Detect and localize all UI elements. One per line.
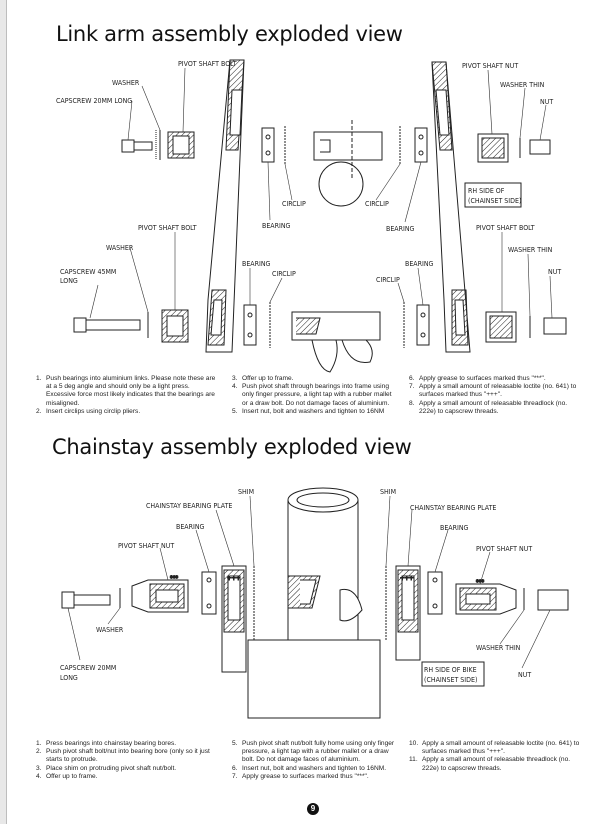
chainstay-notes-col2: 5.Push pivot shaft nut/bolt fully home u… xyxy=(232,740,400,781)
label-pivot-shaft-bolt-top: PIVOT SHAFT BOLT xyxy=(178,60,237,68)
note-item: 1.Push bearings into aluminium links. Pl… xyxy=(36,375,216,407)
left-chainstay-plate: +++ xyxy=(221,565,247,673)
note-item: 10.Apply a small amount of releasable lo… xyxy=(409,740,580,756)
note-item: 5.Push pivot shaft nut/bolt fully home u… xyxy=(232,740,395,764)
seat-tube xyxy=(247,487,381,719)
rh-side-box-top xyxy=(464,182,522,208)
label-circlip-bottom-left: CIRCLIP xyxy=(272,270,296,278)
label-washer-thin-top: WASHER THIN xyxy=(500,81,545,89)
label-bearing-top-right: BEARING xyxy=(386,225,415,233)
note-item: 7.Apply grease to surfaces marked thus "… xyxy=(232,772,369,780)
label-pivot-shaft-bolt-bottom-right: PIVOT SHAFT BOLT xyxy=(476,224,535,232)
leader-lines-section2 xyxy=(67,495,551,669)
chainstay-drawing: +++ *** +++ xyxy=(61,487,569,719)
bottom-left-fasteners xyxy=(73,309,189,343)
svg-text:+++: +++ xyxy=(400,575,414,582)
note-item: 6.Insert nut, bolt and washers and tight… xyxy=(232,764,387,772)
bottom-right-fasteners xyxy=(485,311,567,343)
right-chainstay-plate: +++ xyxy=(395,565,421,661)
top-left-fasteners xyxy=(121,130,195,160)
label-shim-right: SHIM xyxy=(380,488,396,496)
label-washer-left: WASHER xyxy=(96,626,124,634)
label-bearing-top-left: BEARING xyxy=(262,222,291,230)
label-pivot-shaft-nut-left: PIVOT SHAFT NUT xyxy=(118,542,174,550)
note-item: 6.Apply grease to surfaces marked thus "… xyxy=(409,375,546,382)
capscrew-left xyxy=(61,591,111,609)
note-item: 4.Offer up to frame. xyxy=(36,772,98,780)
svg-text:+++: +++ xyxy=(227,575,241,582)
label-rh-side-bike-1: RH SIDE OF BIKE xyxy=(424,666,477,674)
chainstay-notes-col3: 10.Apply a small amount of releasable lo… xyxy=(409,740,581,773)
label-capscrew-bottom-2: LONG xyxy=(60,277,78,285)
label-chainstay-bearing-plate-right: CHAINSTAY BEARING PLATE xyxy=(410,504,496,512)
label-bearing-bottom-left: BEARING xyxy=(242,260,271,268)
note-item: 4.Push pivot shaft through bearings into… xyxy=(232,383,392,407)
label-washer-thin-right: WASHER THIN xyxy=(476,644,521,652)
label-nut-right: NUT xyxy=(518,671,531,679)
label-circlip-bottom-right: CIRCLIP xyxy=(376,276,400,284)
note-item: 8.Apply a small amount of releasable thr… xyxy=(409,399,568,415)
bearing-ball xyxy=(265,134,271,140)
bearing-top-right xyxy=(414,127,428,163)
nut-right xyxy=(537,589,569,611)
main-pivot-tube-bottom xyxy=(291,311,381,373)
label-circlip-top-left: CIRCLIP xyxy=(282,200,306,208)
note-item: 11.Apply a small amount of releasable th… xyxy=(409,756,571,772)
label-chainstay-bearing-plate-left: CHAINSTAY BEARING PLATE xyxy=(146,502,232,510)
label-washer-thin-bottom: WASHER THIN xyxy=(508,246,553,254)
right-link-arm xyxy=(431,61,471,353)
svg-text:***: *** xyxy=(170,575,178,582)
note-item: 5.Insert nut, bolt and washers and tight… xyxy=(232,407,385,415)
label-shim-left: SHIM xyxy=(238,488,254,496)
label-pivot-shaft-nut-top: PIVOT SHAFT NUT xyxy=(462,62,518,70)
label-rh-side-1: RH SIDE OF xyxy=(468,187,505,195)
label-capscrew-top: CAPSCREW 20MM LONG xyxy=(56,97,132,105)
top-right-fasteners xyxy=(477,133,551,163)
note-item: 2.Insert circlips using circlip pliers. xyxy=(36,407,141,415)
bearing-ball xyxy=(265,150,271,156)
link-arm-drawing xyxy=(73,59,567,373)
label-bearing-right: BEARING xyxy=(440,524,469,532)
right-pivot-shaft-nut: *** xyxy=(455,579,517,615)
label-nut-top: NUT xyxy=(540,98,553,106)
label-capscrew-bottom-1: CAPSCREW 45MM xyxy=(60,268,116,276)
link-arm-notes-col2: 3.Offer up to frame. 4.Push pivot shaft … xyxy=(232,375,392,416)
label-rh-side-bike-2: (CHAINSET SIDE) xyxy=(424,676,477,684)
bearing-bottom-right xyxy=(416,304,430,346)
chainstay-notes-col1: 1.Press bearings into chainstay bearing … xyxy=(36,740,221,781)
label-circlip-top-right: CIRCLIP xyxy=(365,200,389,208)
note-item: 7.Apply a small amount of releasable loc… xyxy=(409,383,577,399)
page-number: 9 xyxy=(307,803,319,815)
label-bearing-left: BEARING xyxy=(176,523,205,531)
chainstay-title: Chainstay assembly exploded view xyxy=(52,435,412,459)
note-item: 2.Push pivot shaft bolt/nut into bearing… xyxy=(36,748,210,764)
label-pivot-shaft-nut-right: PIVOT SHAFT NUT xyxy=(476,545,532,553)
link-arm-notes-col3: 6.Apply grease to surfaces marked thus "… xyxy=(409,375,579,416)
bearing-bottom-left xyxy=(243,304,257,346)
label-capscrew-1: CAPSCREW 20MM xyxy=(60,664,116,672)
leader-lines-section1 xyxy=(89,67,553,319)
left-link-arm xyxy=(205,59,245,353)
main-pivot-tube-top xyxy=(313,120,383,207)
link-arm-title: Link arm assembly exploded view xyxy=(56,22,403,46)
bearing-top-left xyxy=(261,127,275,163)
rh-side-box-bottom xyxy=(421,661,485,687)
label-washer-top: WASHER xyxy=(112,79,140,87)
label-capscrew-2: LONG xyxy=(60,674,78,682)
note-item: 3.Offer up to frame. xyxy=(232,375,294,382)
note-item: 3.Place shim on protruding pivot shaft n… xyxy=(36,764,177,772)
link-arm-notes-col1: 1.Push bearings into aluminium links. Pl… xyxy=(36,375,216,416)
label-bearing-bottom-right: BEARING xyxy=(405,260,434,268)
label-rh-side-2: (CHAINSET SIDE) xyxy=(468,197,521,205)
label-washer-bottom: WASHER xyxy=(106,244,134,252)
label-pivot-shaft-bolt-bottom: PIVOT SHAFT BOLT xyxy=(138,224,197,232)
left-pivot-shaft-nut: *** xyxy=(131,575,189,613)
note-item: 1.Press bearings into chainstay bearing … xyxy=(36,740,177,747)
label-nut-bottom: NUT xyxy=(548,268,561,276)
binding-edge xyxy=(0,0,7,824)
